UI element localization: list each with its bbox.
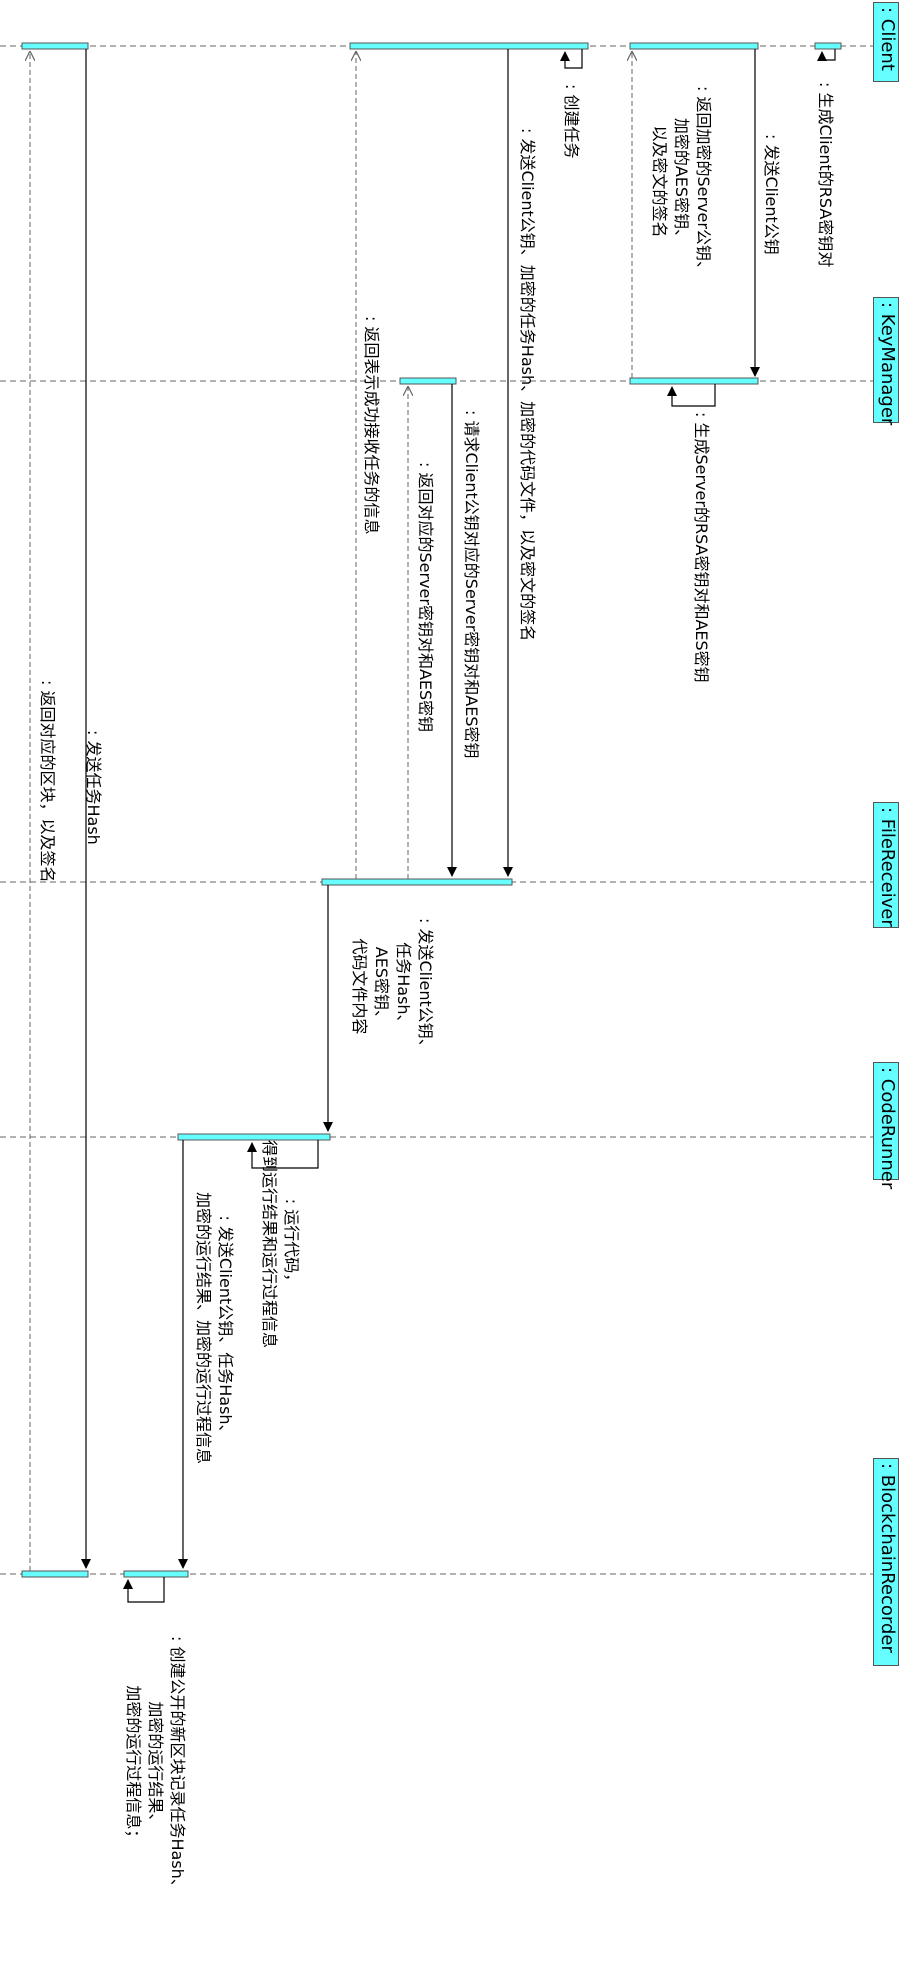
activation-bar-client-act-3 bbox=[349, 42, 589, 50]
activation-bar-client-act-4 bbox=[21, 42, 89, 50]
message-label-return-success: : 返回表示成功接收任务的信息 bbox=[362, 316, 381, 535]
self-message-arrow-m11 bbox=[247, 1140, 319, 1169]
actor-coderunner-label: : CodeRunner bbox=[877, 1067, 898, 1190]
self-message-arrow-m3 bbox=[667, 384, 716, 407]
message-label-run-code: : 运行代码， 得到运行结果和运行过程信息 bbox=[260, 1140, 301, 1349]
activation-bar-keymanager-act-2 bbox=[399, 377, 457, 385]
activation-bar-blockchain-act-2 bbox=[123, 1570, 189, 1578]
message-label-send-client-pubkey: : 发送Client公钥 bbox=[762, 134, 781, 255]
actor-keymanager-label: : KeyManager bbox=[877, 302, 898, 426]
message-label-generate-client-keys: : 生成Client的RSA密钥对 bbox=[816, 82, 835, 268]
actor-blockchain-label: : BlockchainRecorder bbox=[877, 1463, 898, 1653]
activation-bar-blockchain-act-1 bbox=[21, 1570, 89, 1578]
actor-keymanager-box[interactable]: : KeyManager bbox=[873, 297, 899, 426]
activation-bar-client-act-2 bbox=[629, 42, 759, 50]
actor-coderunner-box[interactable]: : CodeRunner bbox=[873, 1062, 899, 1189]
message-label-generate-server-keys: : 生成Server的RSA密钥对和AES密钥 bbox=[692, 412, 711, 683]
message-label-return-block: : 返回对应的区块，以及签名 bbox=[38, 680, 57, 883]
self-message-arrow-m5 bbox=[560, 49, 583, 69]
message-label-send-to-coderunner: : 发送Client公钥、 任务Hash、 AES密钥、 代码文件内容 bbox=[350, 918, 435, 1055]
activation-bar-coderunner-act-1 bbox=[177, 1133, 331, 1141]
actor-blockchain-box[interactable]: : BlockchainRecorder bbox=[873, 1458, 899, 1666]
self-message-arrow-m15 bbox=[123, 1577, 165, 1603]
message-label-create-task: : 创建任务 bbox=[562, 84, 581, 159]
message-label-send-task-hash: : 发送任务Hash bbox=[84, 730, 103, 845]
message-label-return-encrypted-keys: : 返回加密的Server公钥、 加密的AES密钥、 以及密文的签名 bbox=[650, 86, 713, 277]
actor-filereceiver-label: : FileReceiver bbox=[877, 807, 898, 927]
message-label-send-results: : 发送Client公钥、任务Hash、 加密的运行结果、加密的运行过程信息 bbox=[194, 1192, 235, 1465]
message-label-create-block: : 创建公开的新区块记录任务Hash、 加密的运行结果、 加密的运行过程信息； bbox=[124, 1636, 187, 1895]
activation-bar-keymanager-act-1 bbox=[629, 377, 759, 385]
message-label-return-server-keys: : 返回对应的Server密钥对和AES密钥 bbox=[416, 462, 435, 733]
message-label-send-task: : 发送Client公钥、加密的任务Hash、加密的代码文件，以及密文的签名 bbox=[518, 128, 537, 642]
actor-filereceiver-box[interactable]: : FileReceiver bbox=[873, 802, 899, 928]
self-message-arrow-m1 bbox=[817, 49, 836, 61]
actor-client-box[interactable]: : Client bbox=[873, 2, 899, 82]
actor-client-label: : Client bbox=[877, 7, 898, 71]
activation-bar-client-act-1 bbox=[814, 42, 842, 50]
activation-bar-filereceiver-act-1 bbox=[321, 878, 513, 886]
message-label-request-server-keys: : 请求Client公钥对应的Server密钥对和AES密钥 bbox=[462, 410, 481, 759]
